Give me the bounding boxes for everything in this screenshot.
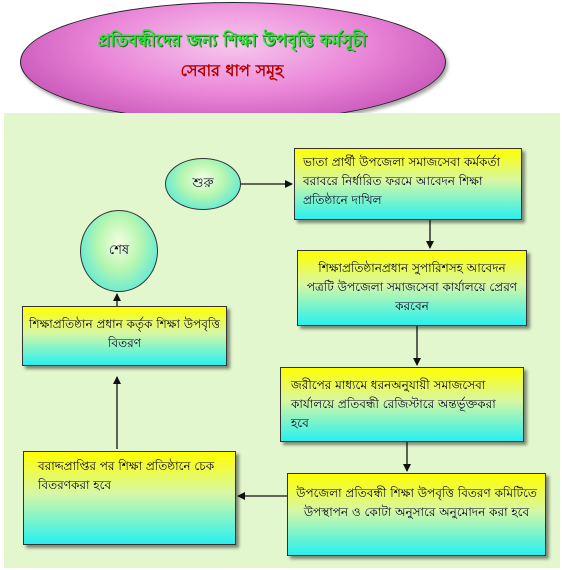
- title-ellipse: [20, 2, 446, 122]
- step-3-text: জরীপের মাধ্যমে ধরনঅনুযায়ী সমাজসেবা কার্…: [291, 378, 496, 430]
- step-5-cheque-distribution: বরাদ্দপ্রাপ্তির পর শিক্ষা প্রতিষ্ঠানে চে…: [23, 451, 236, 545]
- step-1-text: ভাতা প্রার্থী উপজেলা সমাজসেবা কর্মকর্তা …: [303, 155, 500, 207]
- end-label: শেষ: [108, 242, 130, 258]
- step-3-register-survey: জরীপের মাধ্যমে ধরনঅনুযায়ী সমাজসেবা কার্…: [280, 367, 524, 442]
- step-6-stipend-distribution: শিক্ষাপ্রতিষ্ঠান প্রধান কর্তৃক শিক্ষা উপ…: [22, 306, 227, 366]
- step-4-committee-approval: উপজেলা প্রতিবন্ধী শিক্ষা উপবৃত্তি বিতরণ …: [287, 473, 546, 556]
- step-1-submit-application: ভাতা প্রার্থী উপজেলা সমাজসেবা কর্মকর্তা …: [294, 148, 522, 220]
- step-5-text: বরাদ্দপ্রাপ্তির পর শিক্ষা প্রতিষ্ঠানে চে…: [38, 459, 215, 492]
- step-6-text: শিক্ষাপ্রতিষ্ঠান প্রধান কর্তৃক শিক্ষা উপ…: [29, 317, 220, 350]
- diagram-title: প্রতিবন্ধীদের জন্য শিক্ষা উপবৃত্তি কর্মস…: [97, 31, 367, 51]
- start-label: শুরু: [192, 175, 214, 191]
- diagram-subtitle: সেবার ধাপ সমূহ: [180, 61, 284, 80]
- start-node: শুরু: [165, 158, 241, 210]
- step-2-forward-application: শিক্ষাপ্রতিষ্ঠানপ্রধান সুপারিশসহ আবেদন প…: [297, 250, 527, 326]
- step-2-text: শিক্ষাপ্রতিষ্ঠানপ্রধান সুপারিশসহ আবেদন প…: [306, 261, 518, 313]
- step-4-text: উপজেলা প্রতিবন্ধী শিক্ষা উপবৃত্তি বিতরণ …: [296, 486, 537, 519]
- end-node: শেষ: [80, 210, 158, 292]
